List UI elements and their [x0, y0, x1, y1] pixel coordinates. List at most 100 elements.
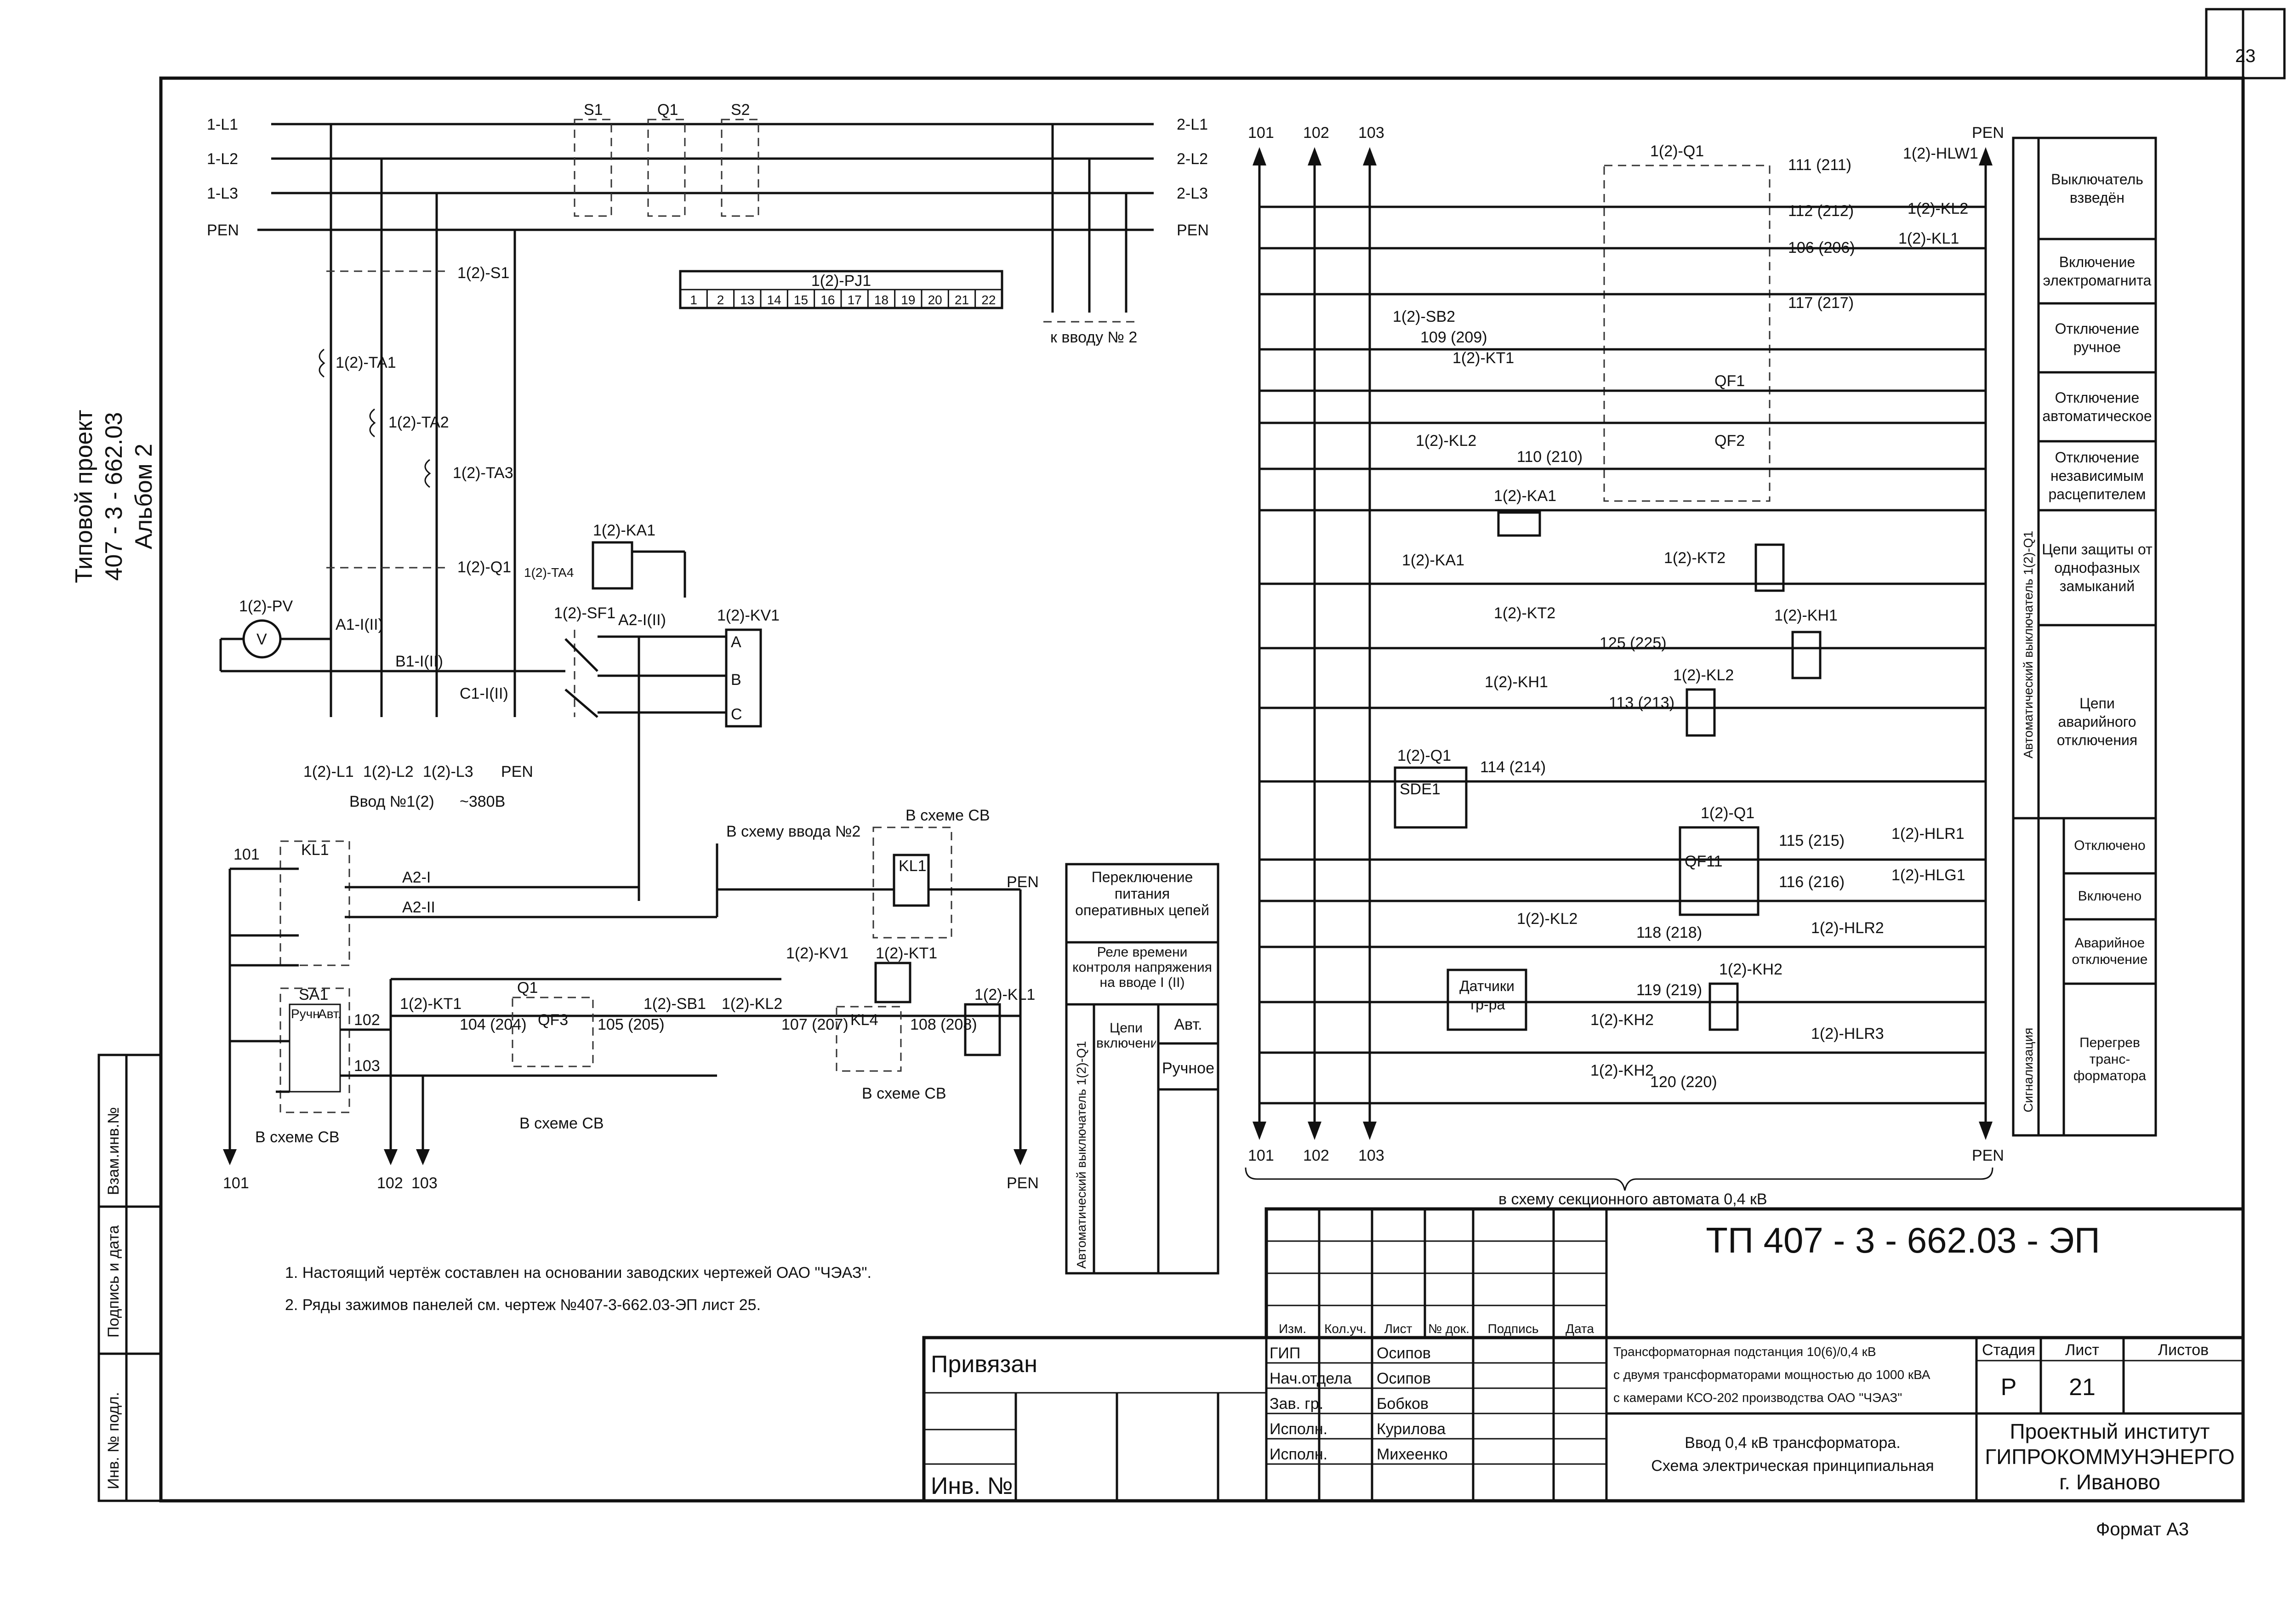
pv-symbol: V: [256, 631, 267, 648]
field-sign-date: Подпись и дата: [105, 1225, 122, 1338]
bus-out-pen: PEN: [1177, 222, 1209, 239]
wire-101-bot: 101: [223, 1174, 249, 1192]
signal-item: Отключено: [2074, 838, 2146, 853]
meter-terminal: 22: [981, 293, 996, 307]
stamp-name: Михеенко: [1377, 1446, 1448, 1463]
meter-terminal: 16: [820, 293, 835, 307]
field-inv-orig: Инв. № подл.: [105, 1392, 122, 1489]
wire-102-l: 102: [354, 1011, 380, 1029]
ka1-contact: [1497, 511, 1541, 537]
out-l3: 1(2)-L3: [423, 763, 473, 781]
kl1-label-r: 1(2)-KL1: [1898, 230, 1959, 247]
meter-terminal: 13: [740, 293, 754, 307]
kt2-label-2: 1(2)-KT2: [1494, 604, 1555, 622]
hlg1-label: 1(2)-HLG1: [1891, 866, 1965, 884]
panel-item: Цепи аварийного отключения: [2056, 695, 2138, 748]
wire-106: 106 (206): [1788, 239, 1855, 256]
kl1-cb-label: KL1: [899, 857, 927, 875]
q1-sde-label: 1(2)-Q1: [1397, 747, 1451, 764]
sa1-label: SA1: [299, 986, 328, 1003]
field-replace-inv: Взам.инв.№: [105, 1107, 122, 1195]
q1-label: 1(2)-Q1: [457, 558, 511, 576]
sheet-number-box: [2205, 8, 2286, 80]
object-line-2: с двумя трансформаторами мощностью до 10…: [1613, 1368, 1931, 1382]
meter-terminal: 20: [928, 293, 942, 307]
org-line-1: Проектный институт: [2010, 1419, 2210, 1443]
note-2: 2. Ряды зажимов панелей см. чертеж №407-…: [285, 1296, 761, 1314]
wire-116: 116 (216): [1779, 873, 1845, 891]
meter-terminal: 15: [794, 293, 808, 307]
drawing-name-2: Схема электрическая принципиальная: [1651, 1457, 1934, 1475]
pen-top: PEN: [1007, 873, 1039, 891]
ta4-label: 1(2)-TA4: [524, 565, 574, 580]
stamp-name: Курилова: [1377, 1420, 1446, 1438]
kh1-coil: [1791, 631, 1822, 679]
wire-102-bot: 102: [377, 1174, 403, 1192]
meter-pj1-label: 1(2)-PJ1: [811, 272, 871, 290]
kl2-ctrl: 1(2)-KL2: [722, 995, 782, 1013]
wire-101-top: 101: [233, 846, 260, 863]
rail-101-bot: 101: [1248, 1147, 1274, 1164]
wire-109: 109 (209): [1420, 329, 1487, 346]
stamp-name: Осипов: [1377, 1345, 1431, 1362]
q1-ctrl: Q1: [517, 979, 538, 997]
s1-label: 1(2)-S1: [457, 264, 509, 282]
pen-bot: PEN: [1007, 1174, 1039, 1192]
sensors-box: [1446, 969, 1527, 1031]
wire-103-l: 103: [354, 1057, 380, 1075]
sheets-header: Листов: [2158, 1341, 2209, 1359]
wire-110: 110 (210): [1517, 448, 1583, 466]
side-title-2: 407 - 3 - 662.03: [101, 412, 127, 581]
sheet-value: 21: [2069, 1374, 2096, 1401]
rail-pen-bot: PEN: [1972, 1147, 2004, 1164]
kl1-cb-coil: [893, 854, 930, 907]
qf3-label: QF3: [538, 1011, 568, 1029]
stamp-inv: Инв. №: [931, 1473, 1013, 1499]
org-line-2: ГИПРОКОММУНЭНЕРГО: [1985, 1445, 2234, 1469]
to-cb: в схему секционного автомата 0,4 кВ: [1498, 1191, 1767, 1208]
drawing-frame: [159, 76, 2245, 1503]
pv-label: 1(2)-PV: [239, 598, 293, 615]
legend-breaker: Автоматический выключатель 1(2)-Q1: [1074, 1041, 1088, 1269]
panel-item: Отключение автоматическое: [2042, 389, 2152, 424]
wire-113: 113 (213): [1609, 694, 1674, 712]
meter-terminal: 17: [848, 293, 862, 307]
wire-111: 111 (211): [1788, 156, 1851, 174]
qf11-box: [1679, 826, 1760, 916]
rail-103-bot: 103: [1358, 1147, 1384, 1164]
kl1-box: [279, 840, 350, 966]
in-cb-3: В схеме СВ: [519, 1115, 604, 1132]
wire-104: 104 (204): [460, 1016, 527, 1033]
ka1-label: 1(2)-KA1: [593, 522, 655, 539]
switch-s1-label: S1: [584, 101, 603, 119]
legend-circuits: Цепи включения: [1096, 1020, 1156, 1051]
meter-terminal: 18: [874, 293, 888, 307]
kv1-relay: [725, 628, 762, 728]
out-pen: PEN: [501, 763, 533, 781]
qf1-label: QF1: [1714, 372, 1745, 390]
panel-breaker-caption: Автоматический выключатель 1(2)-Q1: [2021, 531, 2035, 758]
hlr2-label: 1(2)-HLR2: [1811, 919, 1884, 937]
stamp-bound: Привязан: [931, 1351, 1037, 1378]
sheet-number: 23: [2235, 46, 2256, 66]
hlr3-label: 1(2)-HLR3: [1811, 1025, 1884, 1043]
bus-out-l2: 2-L2: [1177, 150, 1208, 168]
kv1-term-c: C: [731, 706, 742, 723]
wire-125: 125 (225): [1600, 634, 1667, 652]
stamp-name: Бобков: [1377, 1395, 1429, 1413]
kt1-ctrl: 1(2)-KT1: [400, 995, 461, 1013]
bus-out-l1: 2-L1: [1177, 116, 1208, 133]
kt1-coil-label: 1(2)-KT1: [876, 945, 937, 962]
stamp-role: Зав. гр.: [1270, 1395, 1323, 1413]
stamp-col-header: Дата: [1566, 1322, 1594, 1336]
wire-103-bot: 103: [411, 1174, 438, 1192]
sa1-auto: Авт.: [318, 1007, 341, 1021]
kh1-label: 1(2)-KH1: [1774, 607, 1838, 624]
qf2-label: QF2: [1714, 432, 1745, 450]
ta1-label: 1(2)-TA1: [336, 354, 396, 371]
hlr1-label: 1(2)-HLR1: [1891, 825, 1965, 843]
sb2-label: 1(2)-SB2: [1393, 308, 1455, 325]
panel-item: Отключение независимым расцепителем: [2048, 449, 2146, 502]
object-line-1: Трансформаторная подстанция 10(6)/0,4 кВ: [1613, 1345, 1876, 1359]
